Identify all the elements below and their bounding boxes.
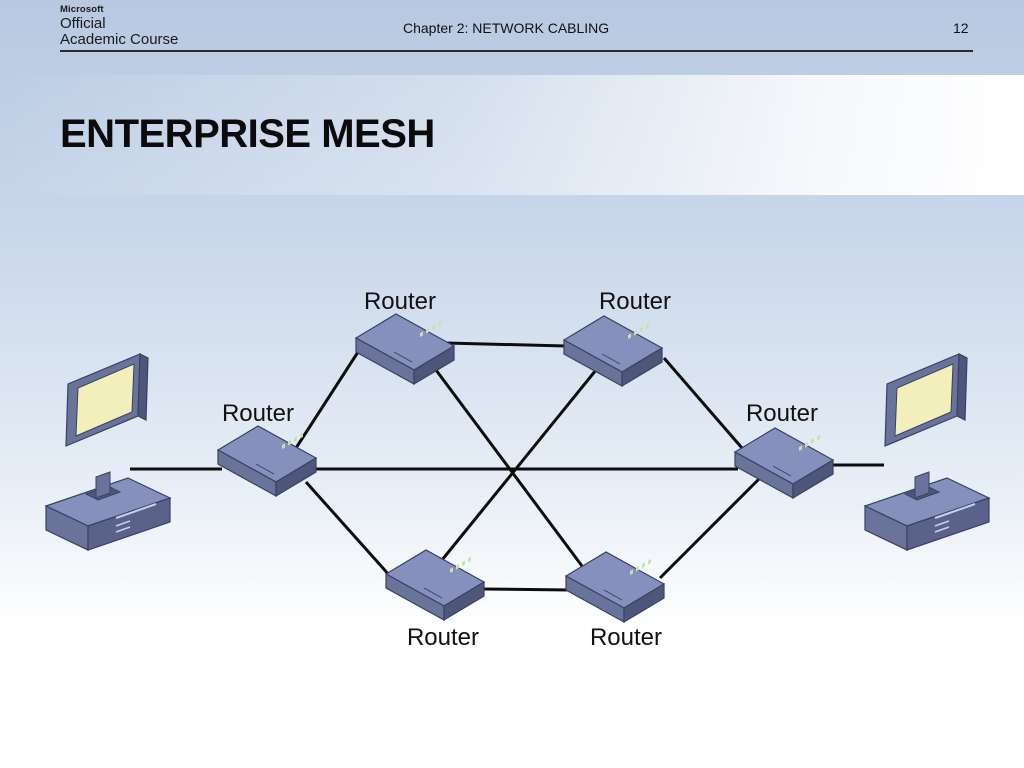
link-r6-r4 (658, 476, 762, 580)
chapter-title: Chapter 2: NETWORK CABLING (403, 20, 610, 36)
brand-line2: Official (60, 14, 106, 32)
computer-icon (864, 353, 990, 551)
router-label: Router (746, 400, 818, 427)
link-r1-r6 (434, 369, 584, 567)
header-rule (60, 50, 973, 52)
course-logo: Microsoft Official Academic Course (60, 5, 178, 47)
router-icon (563, 315, 663, 387)
link-r3-r5 (304, 481, 392, 577)
mesh-links (130, 341, 884, 592)
link-r2-r5 (440, 369, 598, 561)
slide-title: ENTERPRISE MESH (60, 112, 435, 156)
link-r3-r1 (294, 351, 360, 449)
router-label: Router (590, 624, 662, 651)
router-label: Router (407, 624, 479, 651)
router-label: Router (222, 400, 294, 427)
page-number: 12 (953, 20, 969, 36)
brand-line3: Academic Course (60, 30, 179, 48)
computer-icon (45, 353, 171, 551)
title-band (0, 75, 1024, 195)
link-r1-r2 (445, 341, 567, 348)
router-label: Router (599, 288, 671, 315)
router-label: Router (364, 288, 436, 315)
link-r2-r4 (662, 357, 744, 449)
router-icon (217, 425, 317, 497)
link-r5-r6 (481, 587, 571, 592)
router-icon (385, 549, 485, 621)
brand-line1: Microsoft (60, 4, 104, 15)
